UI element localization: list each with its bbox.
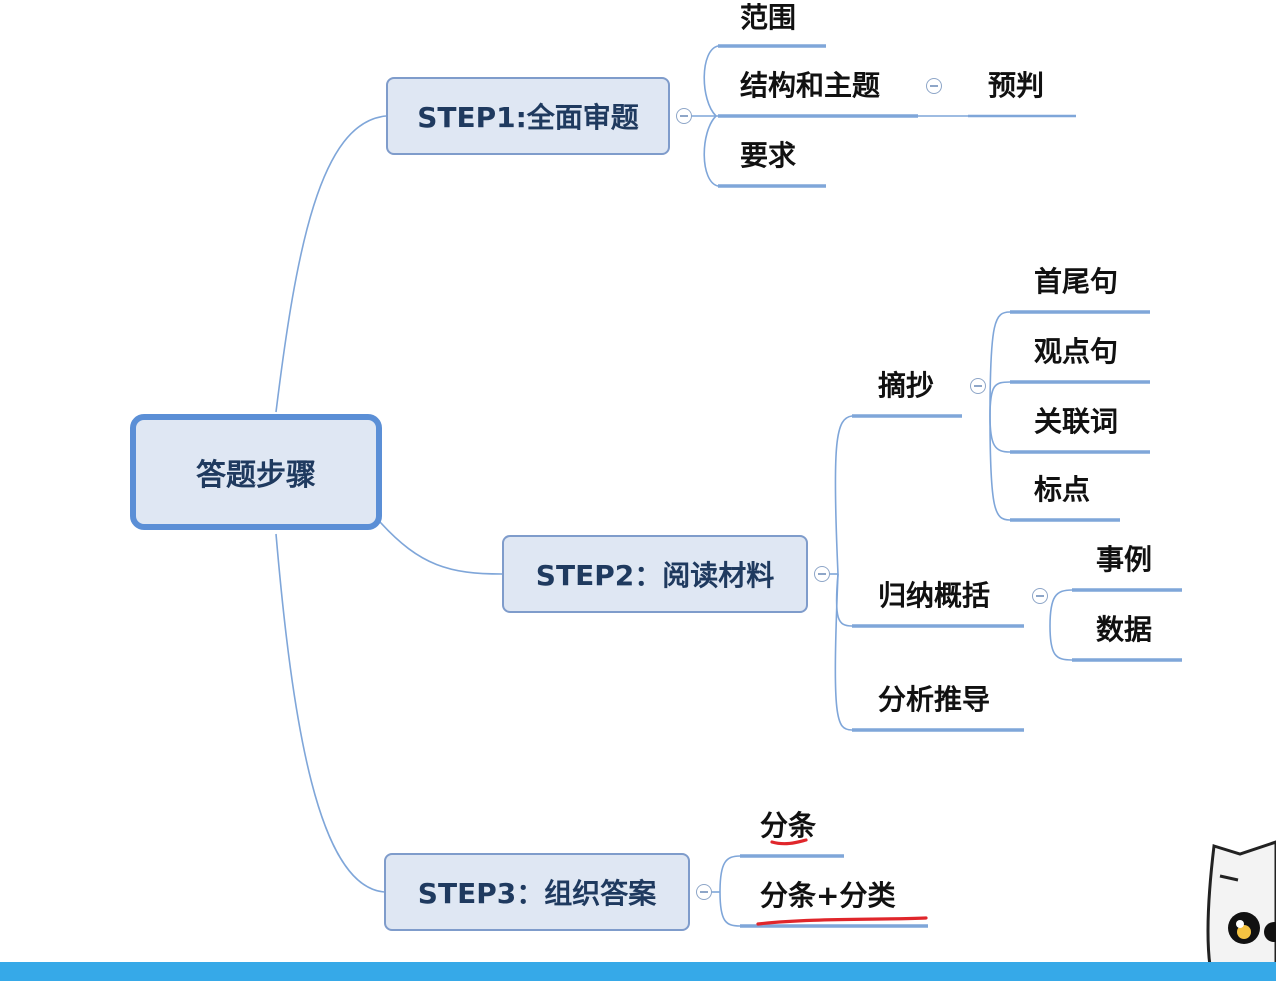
branch-structure-theme[interactable]: 结构和主题: [740, 69, 881, 102]
mascot-illustration: [1206, 840, 1276, 966]
bottom-bar: [0, 962, 1276, 981]
branch-summarize[interactable]: 归纳概括: [878, 579, 991, 612]
step1-node[interactable]: STEP1:全面审题: [386, 77, 670, 155]
branch-viewpoint-sentence[interactable]: 观点句: [1034, 335, 1119, 368]
branch-punctuation[interactable]: 标点: [1034, 473, 1091, 506]
step3-label: STEP3：组织答案: [417, 877, 657, 910]
branch-excerpt[interactable]: 摘抄: [878, 369, 935, 402]
excerpt-collapse-icon[interactable]: [970, 378, 986, 394]
step1-label: STEP1:全面审题: [417, 101, 639, 134]
branch-predict[interactable]: 预判: [988, 69, 1045, 102]
root-node[interactable]: 答题步骤: [130, 414, 382, 530]
root-label: 答题步骤: [196, 458, 316, 493]
branch-data[interactable]: 数据: [1096, 613, 1153, 646]
step2-collapse-icon[interactable]: [814, 566, 830, 582]
branch-scope[interactable]: 范围: [740, 1, 797, 34]
branch-examples[interactable]: 事例: [1096, 543, 1153, 576]
step2-label: STEP2：阅读材料: [535, 559, 775, 592]
branch-itemize-classify[interactable]: 分条+分类: [760, 879, 896, 912]
structure-collapse-icon[interactable]: [926, 78, 942, 94]
step2-node[interactable]: STEP2：阅读材料: [502, 535, 808, 613]
branch-connectives[interactable]: 关联词: [1034, 405, 1119, 438]
branch-requirement[interactable]: 要求: [740, 139, 797, 172]
branch-analysis-inference[interactable]: 分析推导: [878, 683, 991, 716]
branch-first-last-sentence[interactable]: 首尾句: [1034, 265, 1119, 298]
branch-itemize[interactable]: 分条: [760, 809, 817, 842]
summarize-collapse-icon[interactable]: [1032, 588, 1048, 604]
step3-collapse-icon[interactable]: [696, 884, 712, 900]
step3-node[interactable]: STEP3：组织答案: [384, 853, 690, 931]
step1-collapse-icon[interactable]: [676, 108, 692, 124]
